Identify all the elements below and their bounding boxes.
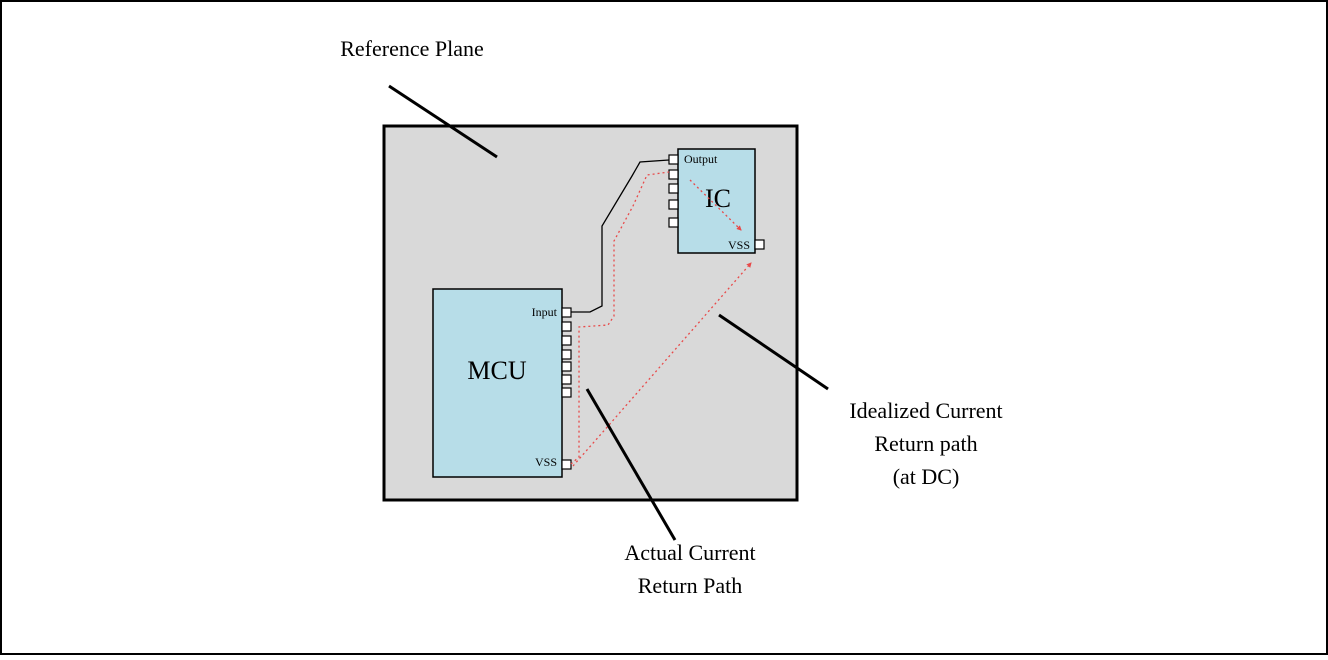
mcu-chip — [432, 288, 563, 478]
mcu-vss-pin — [561, 459, 572, 470]
ic-pin — [668, 217, 679, 228]
mcu-pin — [561, 387, 572, 398]
ic-pin — [668, 169, 679, 180]
ic-vss-pin — [754, 239, 765, 250]
actual-path-label-line1: Actual Current — [624, 540, 755, 565]
mcu-input-pin — [561, 307, 572, 318]
ic-pin — [668, 183, 679, 194]
mcu-pin — [561, 374, 572, 385]
signal-trace — [571, 159, 670, 313]
mcu-pin — [561, 321, 572, 332]
ic-output-pin — [668, 154, 679, 165]
mcu-pin — [561, 335, 572, 346]
ic-internal-current-arrow — [689, 179, 742, 231]
ic-output-label: Output — [684, 152, 718, 166]
reference-plane-label: Reference Plane — [340, 36, 484, 61]
mcu-input-label: Input — [532, 305, 558, 319]
ic-chip — [677, 148, 756, 254]
mcu-vss-label: VSS — [535, 455, 557, 469]
ic-pins — [668, 154, 765, 250]
actual-return-path — [570, 171, 670, 465]
ic-vss-label: VSS — [728, 238, 750, 252]
ideal-path-label-line2: Return path — [874, 431, 977, 456]
actual-path-label-line2: Return Path — [638, 573, 743, 598]
ideal-path-label-line3: (at DC) — [893, 464, 960, 489]
ic-pin — [668, 199, 679, 210]
ideal-path-callout — [718, 313, 829, 391]
mcu-pin — [561, 361, 572, 372]
ideal-path-label-line1: Idealized Current — [849, 398, 1002, 423]
actual-path-callout — [585, 388, 677, 541]
mcu-label: MCU — [467, 356, 526, 385]
mcu-pin — [561, 349, 572, 360]
reference-plane-callout — [388, 84, 498, 159]
